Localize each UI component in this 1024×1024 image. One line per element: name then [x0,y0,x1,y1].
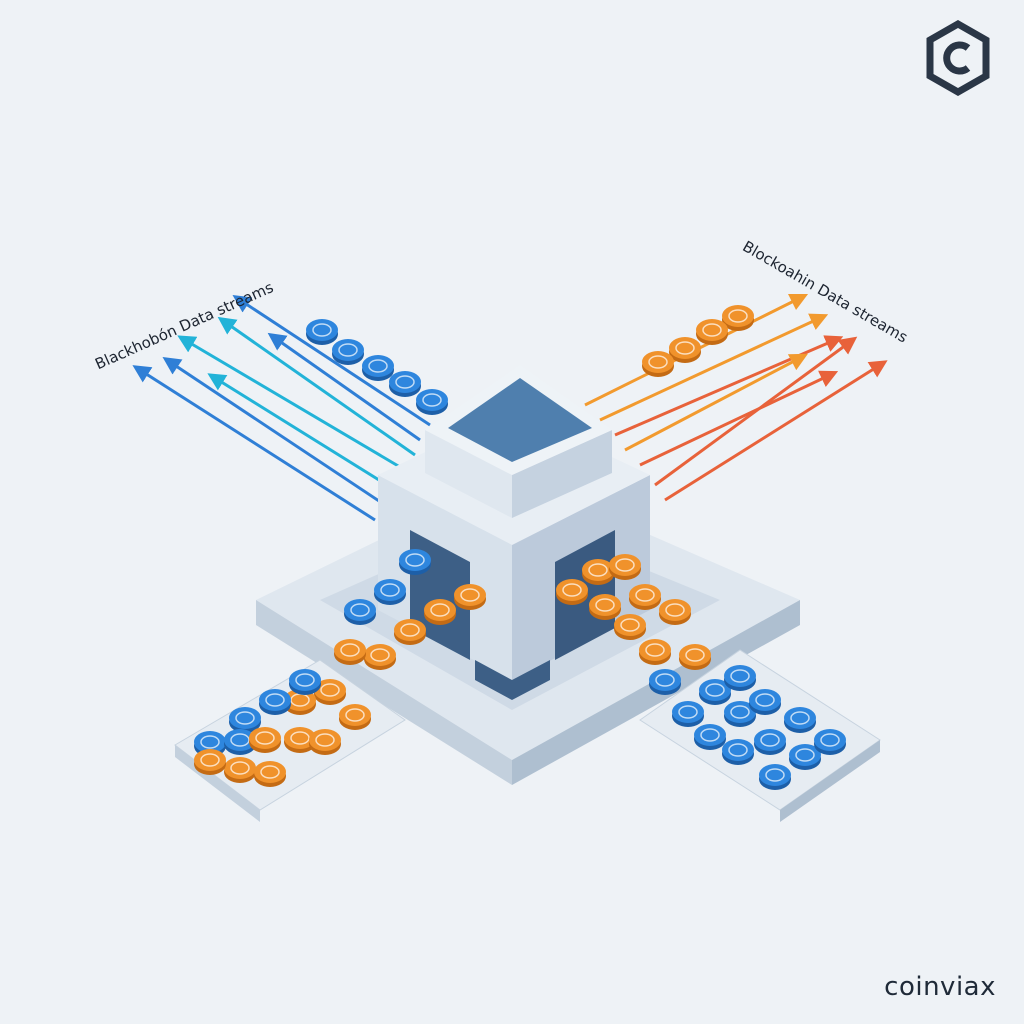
coin [639,639,671,665]
coin [722,739,754,765]
stream-arrow [664,360,888,502]
coin [362,355,394,381]
coin [696,319,728,345]
stream-arrow [654,336,858,487]
coin [394,619,426,645]
coin [759,764,791,790]
stream-arrow [132,365,376,522]
coin [642,351,674,377]
coin [679,644,711,670]
coin [789,744,821,770]
coin [724,665,756,691]
stream-arrow [624,353,808,452]
coin [814,729,846,755]
coin [784,707,816,733]
stream-arrow [232,295,431,427]
coin-stacks [194,305,846,790]
coin [249,727,281,753]
stream-arrow [207,373,396,492]
coin [749,689,781,715]
coin [284,727,316,753]
coin [389,371,421,397]
coin [334,639,366,665]
coin [254,761,286,787]
coin [454,584,486,610]
coin [314,679,346,705]
coin [589,594,621,620]
coin [229,707,261,733]
coin [374,579,406,605]
stream-arrow [599,313,829,422]
coin [556,579,588,605]
coin [344,599,376,625]
coin [339,704,371,730]
coin [364,644,396,670]
coin [629,584,661,610]
coin [259,689,291,715]
coin [399,549,431,575]
coin [669,337,701,363]
coin [289,669,321,695]
coin [614,614,646,640]
coin [672,701,704,727]
coin [416,389,448,415]
hexagon-c-logo-icon [926,20,990,96]
coin [194,749,226,775]
brand-wordmark: coinviax [884,972,996,1002]
stream-arrow [267,332,421,442]
coin [424,599,456,625]
stream-arrow [217,316,416,457]
coin [332,339,364,365]
data-stream-arrows [132,293,888,522]
coin [694,724,726,750]
coin [659,599,691,625]
coin [754,729,786,755]
stream-arrow [162,357,386,507]
coin [649,669,681,695]
coin [306,319,338,345]
coin [722,305,754,331]
stream-arrow [177,335,406,472]
coin [224,729,256,755]
coin [724,701,756,727]
coin [582,559,614,585]
stream-arrow [639,370,839,467]
coin [609,554,641,580]
coin [699,679,731,705]
coin [224,757,256,783]
coin [309,729,341,755]
